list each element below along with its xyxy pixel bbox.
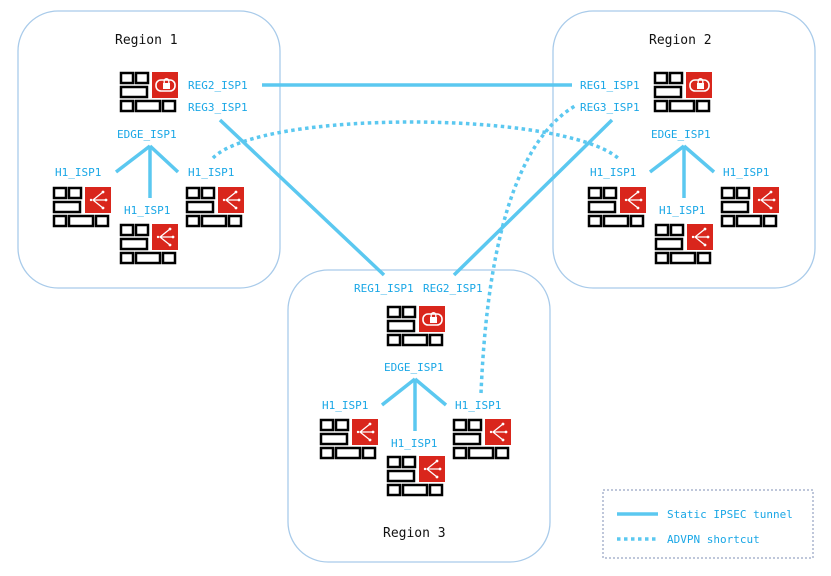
legend-advpn-label: ADVPN shortcut [667,533,760,546]
region-3-hub-label-center: H1_ISP1 [391,437,437,450]
region-3-edge-label: EDGE_ISP1 [384,361,444,374]
region-1-edge-label: EDGE_ISP1 [117,128,177,141]
region-1-title: Region 1 [115,33,178,48]
region-3-port-reg2: REG2_ISP1 [423,282,483,295]
advpn-r1-r2 [211,120,620,160]
region-2-title: Region 2 [649,33,712,48]
region-2-hub-device-center[interactable] [656,224,713,263]
region-1-port-reg2: REG2_ISP1 [188,79,248,92]
region-2-hub-device-right[interactable] [722,187,779,226]
region-1-hub-label-left: H1_ISP1 [55,166,101,179]
tunnel-r1-r3 [218,118,386,277]
tunnel-r2-r3 [452,118,614,277]
region-2-hub-label-right: H1_ISP1 [723,166,769,179]
region-1-hub-label-center: H1_ISP1 [124,204,170,217]
region-1-box [17,10,281,289]
region-2-edge-device[interactable] [655,72,712,111]
region-2-port-reg1: REG1_ISP1 [580,79,640,92]
region-1-spokes [114,144,180,198]
region-3-box [287,269,551,563]
region-3-hub-device-center[interactable] [388,456,445,495]
region-1-hub-label-right: H1_ISP1 [188,166,234,179]
region-1-hub-device-right[interactable] [187,187,244,226]
region-3-title: Region 3 [383,526,446,541]
region-3-hub-device-right[interactable] [454,419,511,458]
region-1-port-reg3: REG3_ISP1 [188,101,248,114]
region-3-hub-device-left[interactable] [321,419,378,458]
region-2-edge-label: EDGE_ISP1 [651,128,711,141]
region-1-hub-device-left[interactable] [54,187,111,226]
legend: Static IPSEC tunnel ADVPN shortcut [602,489,814,559]
region-1-edge-device[interactable] [121,72,178,111]
legend-static-label: Static IPSEC tunnel [667,508,793,521]
region-2-hub-device-left[interactable] [589,187,646,226]
region-2-hub-label-center: H1_ISP1 [659,204,705,217]
region-2-hub-label-left: H1_ISP1 [590,166,636,179]
region-2-box [552,10,816,289]
region-1-hub-device-center[interactable] [121,224,178,263]
advpn-r3-r2 [479,104,576,394]
region-3-edge-device[interactable] [388,306,445,345]
region-3-hub-label-right: H1_ISP1 [455,399,501,412]
region-2-spokes [648,144,716,198]
region-2-port-reg3: REG3_ISP1 [580,101,640,114]
region-3-port-reg1: REG1_ISP1 [354,282,414,295]
region-3-spokes [380,377,448,431]
region-3-hub-label-left: H1_ISP1 [322,399,368,412]
